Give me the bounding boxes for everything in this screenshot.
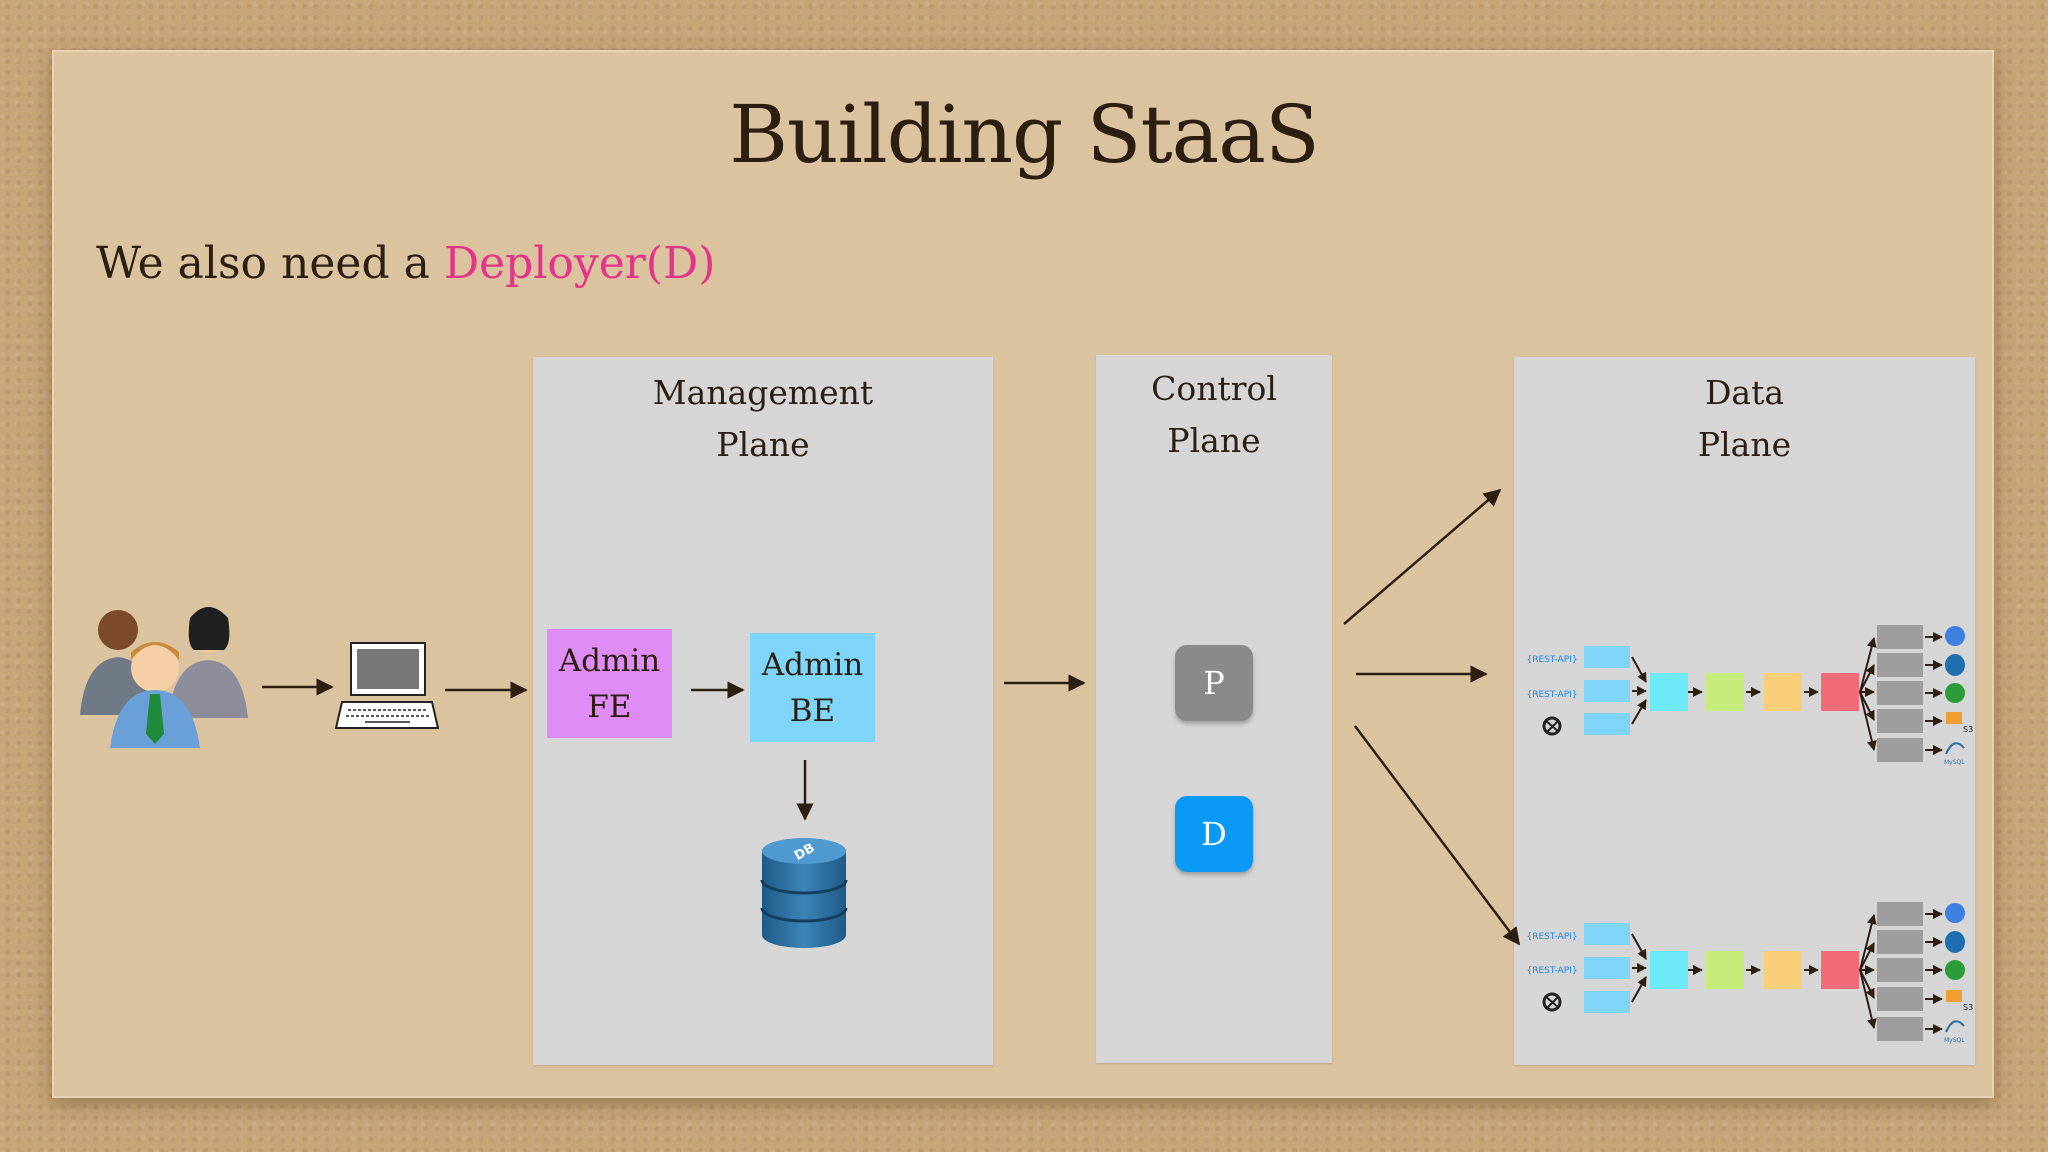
sink-box: [1877, 738, 1923, 762]
sink-box: [1877, 902, 1923, 926]
source-box: [1584, 680, 1630, 702]
source-box: [1584, 646, 1630, 668]
admin-fe-box: Admin FE: [547, 629, 672, 738]
svg-text:S3: S3: [1963, 725, 1973, 734]
stage-box: [1650, 673, 1688, 711]
stage-box: [1650, 951, 1688, 989]
rest-api-icon: {REST-API}: [1526, 932, 1577, 942]
slide-subtitle: We also need a Deployer(D): [96, 238, 715, 289]
webhook-icon: [1542, 716, 1562, 736]
pipeline-1: {REST-API} {REST-API}: [1526, 625, 1973, 766]
control-plane-label-line1: Control: [1151, 369, 1277, 408]
stage-box: [1764, 951, 1802, 989]
control-plane-label-line2: Plane: [1167, 421, 1261, 460]
node-d: D: [1175, 796, 1253, 872]
svg-text:MySQL: MySQL: [1944, 759, 1965, 766]
rest-api-icon: {REST-API}: [1526, 655, 1577, 665]
svg-text:MySQL: MySQL: [1944, 1037, 1965, 1044]
node-p: P: [1175, 645, 1253, 721]
data-plane-label-line2: Plane: [1697, 425, 1792, 464]
svg-text:{REST-API}: {REST-API}: [1526, 966, 1577, 976]
svg-text:{REST-API}: {REST-API}: [1526, 655, 1577, 665]
search-icon: [1945, 903, 1965, 923]
stage-box: [1764, 673, 1802, 711]
management-plane-label-line2: Plane: [716, 425, 810, 464]
subtitle-prefix: We also need a: [96, 238, 444, 289]
source-box: [1584, 923, 1630, 945]
database-icon: [1945, 931, 1965, 953]
s3-icon: S3: [1946, 712, 1973, 734]
source-box: [1584, 957, 1630, 979]
service-icon: [1945, 683, 1965, 703]
stage-box: [1821, 951, 1859, 989]
service-icon: [1945, 960, 1965, 980]
subtitle-highlight: Deployer(D): [443, 238, 716, 289]
admin-fe-line2: FE: [587, 688, 632, 725]
admin-be-line1: Admin: [761, 646, 864, 683]
mysql-icon: MySQL: [1944, 742, 1965, 766]
control-plane-label: Control Plane: [1096, 363, 1332, 467]
source-box: [1584, 713, 1630, 735]
sink-box: [1877, 1017, 1923, 1041]
svg-text:S3: S3: [1963, 1003, 1973, 1012]
management-plane-label-line1: Management: [652, 373, 874, 412]
source-box: [1584, 991, 1630, 1013]
admin-be-box: Admin BE: [750, 633, 875, 742]
pipeline-2: {REST-API} {REST-API}: [1526, 902, 1973, 1044]
management-plane-label: Management Plane: [533, 367, 993, 471]
sink-box: [1877, 653, 1923, 677]
rest-api-icon: {REST-API}: [1526, 690, 1577, 700]
stage-box: [1706, 673, 1744, 711]
sink-box: [1877, 681, 1923, 705]
sink-box: [1877, 930, 1923, 954]
arrow-control-to-data-bottom: [1354, 725, 1521, 946]
slide-title: Building StaaS: [729, 88, 1320, 181]
mysql-icon: MySQL: [1944, 1020, 1965, 1044]
stage-box: [1706, 951, 1744, 989]
sink-box: [1877, 625, 1923, 649]
arrow-control-to-data-top: [1343, 488, 1502, 625]
data-plane-label: Data Plane: [1514, 367, 1975, 471]
sink-box: [1877, 709, 1923, 733]
admin-be-line2: BE: [789, 692, 836, 729]
svg-text:{REST-API}: {REST-API}: [1526, 690, 1577, 700]
svg-text:{REST-API}: {REST-API}: [1526, 932, 1577, 942]
database-icon: [1945, 654, 1965, 676]
sink-box: [1877, 958, 1923, 982]
sink-box: [1877, 987, 1923, 1011]
laptop-icon: [334, 642, 440, 729]
admin-fe-line1: Admin: [558, 642, 661, 679]
stage-box: [1821, 673, 1859, 711]
search-icon: [1945, 626, 1965, 646]
webhook-icon: [1542, 992, 1562, 1012]
database-icon: DB: [760, 838, 848, 948]
users-group-icon: [80, 607, 248, 748]
data-plane-label-line1: Data: [1704, 373, 1785, 412]
s3-icon: S3: [1946, 990, 1973, 1012]
rest-api-icon: {REST-API}: [1526, 966, 1577, 976]
